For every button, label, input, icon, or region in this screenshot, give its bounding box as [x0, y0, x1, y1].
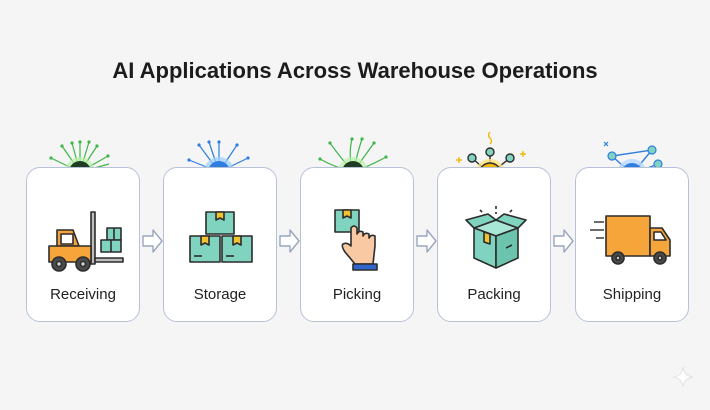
- arrow-right-icon: [553, 229, 574, 253]
- forklift-icon: [48, 211, 124, 272]
- arrow-right-icon: [416, 229, 437, 253]
- sparkle-icon: [672, 366, 694, 388]
- stage-card-shipping: Shipping: [575, 167, 689, 322]
- delivery-truck-icon: [590, 215, 671, 265]
- arrow-right-icon: [279, 229, 300, 253]
- stage-card-storage: Storage: [163, 167, 277, 322]
- open-box-icon: [465, 206, 527, 269]
- stage-label-packing: Packing: [467, 286, 521, 303]
- stage-label-shipping: Shipping: [602, 286, 662, 303]
- stage-label-storage: Storage: [193, 286, 247, 303]
- hand-picking-box-icon: [334, 209, 378, 271]
- stage-card-packing: Packing: [437, 167, 551, 322]
- stage-card-picking: Picking: [300, 167, 414, 322]
- stacked-boxes-icon: [189, 211, 253, 263]
- page-title: AI Applications Across Warehouse Operati…: [112, 58, 598, 83]
- stage-label-receiving: Receiving: [50, 286, 116, 303]
- arrow-right-icon: [142, 229, 163, 253]
- stage-label-picking: Picking: [332, 286, 382, 303]
- stage-card-receiving: Receiving: [26, 167, 140, 322]
